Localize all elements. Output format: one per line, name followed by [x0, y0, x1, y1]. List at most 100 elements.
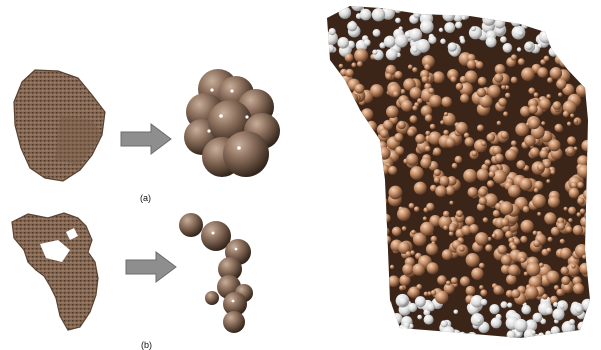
tan-grain: [356, 61, 363, 67]
white-grain: [358, 321, 373, 336]
tan-grain: [547, 236, 553, 242]
tan-grain: [356, 219, 368, 232]
tan-grain: [467, 53, 476, 63]
tan-grain: [351, 121, 365, 135]
tan-grain: [467, 187, 478, 198]
white-grain: [419, 331, 426, 338]
tan-grain: [558, 92, 563, 97]
tan-grain: [362, 281, 376, 295]
white-grain: [346, 310, 354, 319]
tan-grain: [330, 169, 339, 177]
tan-grain: [546, 94, 551, 99]
white-grain: [540, 318, 547, 325]
tan-grain: [515, 122, 529, 137]
tan-grain: [400, 99, 413, 112]
tan-grain: [478, 197, 487, 206]
tan-grain: [497, 244, 507, 255]
tan-grain: [405, 251, 412, 258]
tan-grain: [386, 105, 399, 119]
tan-grain: [559, 247, 572, 260]
white-grain: [423, 309, 431, 316]
tan-grain: [338, 63, 344, 69]
tan-grain: [328, 103, 337, 112]
white-grain: [500, 301, 508, 309]
white-grain: [399, 325, 410, 336]
white-grain: [373, 312, 384, 322]
tan-grain: [369, 257, 378, 265]
tan-grain: [411, 229, 416, 235]
white-grain: [356, 311, 364, 318]
tan-grain: [503, 111, 509, 117]
white-grain: [543, 6, 554, 16]
tan-grain: [481, 141, 487, 146]
white-grain: [339, 302, 345, 309]
tan-grain: [372, 150, 379, 156]
tan-grain: [424, 63, 431, 71]
tan-grain: [412, 263, 425, 276]
tan-grain: [565, 226, 573, 233]
tan-grain: [494, 73, 504, 83]
tan-grain: [387, 275, 400, 288]
white-grain: [361, 305, 368, 312]
white-grain: [416, 39, 430, 53]
tan-grain: [476, 168, 489, 181]
tan-grain: [538, 262, 544, 268]
white-grain: [347, 21, 358, 32]
tan-grain: [422, 216, 427, 221]
tan-grain: [577, 197, 585, 205]
white-grain: [527, 13, 538, 24]
tan-grain: [568, 187, 580, 199]
tan-grain: [330, 215, 343, 228]
tan-grain: [479, 285, 484, 290]
tan-grain: [407, 64, 413, 70]
tan-grain: [343, 297, 348, 302]
tan-grain: [338, 266, 344, 272]
white-grain: [564, 26, 572, 34]
tan-grain: [465, 285, 476, 296]
tan-grain: [327, 255, 336, 264]
white-grain: [485, 36, 497, 48]
tan-grain: [403, 78, 416, 91]
tan-grain: [501, 84, 507, 90]
tan-grain: [332, 243, 345, 256]
tan-grain: [367, 147, 382, 162]
tan-grain: [450, 76, 457, 83]
white-grain: [426, 302, 436, 312]
tan-grain: [379, 164, 390, 175]
tan-grain: [415, 133, 426, 144]
tan-grain: [346, 296, 353, 304]
tan-grain: [420, 221, 434, 236]
tan-grain: [409, 166, 424, 180]
tan-grain: [343, 131, 354, 142]
tan-grain: [550, 169, 556, 175]
white-grain: [328, 6, 338, 10]
white-grain: [550, 25, 562, 38]
tan-grain: [383, 289, 391, 297]
tan-grain: [369, 178, 377, 186]
white-grain: [397, 328, 405, 336]
white-grain: [333, 321, 343, 331]
white-grain: [514, 318, 528, 333]
white-grain: [559, 304, 565, 309]
tan-grain: [340, 215, 352, 227]
white-grain: [509, 7, 515, 13]
white-grain: [539, 29, 553, 44]
tan-grain: [547, 195, 560, 208]
tan-grain: [539, 98, 551, 110]
tan-grain: [463, 168, 477, 183]
tan-grain: [554, 123, 563, 132]
tan-grain: [399, 274, 411, 286]
tan-grain: [388, 165, 398, 175]
white-grain: [561, 40, 568, 47]
white-grain: [375, 6, 380, 8]
tan-grain: [548, 139, 561, 152]
tan-grain: [413, 206, 420, 212]
white-grain: [522, 17, 532, 27]
tan-grain: [562, 100, 577, 115]
tan-grain: [408, 202, 415, 209]
tan-grain: [456, 210, 463, 218]
white-grain: [447, 42, 457, 52]
tan-grain: [562, 110, 570, 118]
tan-grain: [528, 275, 543, 290]
white-grain: [554, 6, 565, 12]
